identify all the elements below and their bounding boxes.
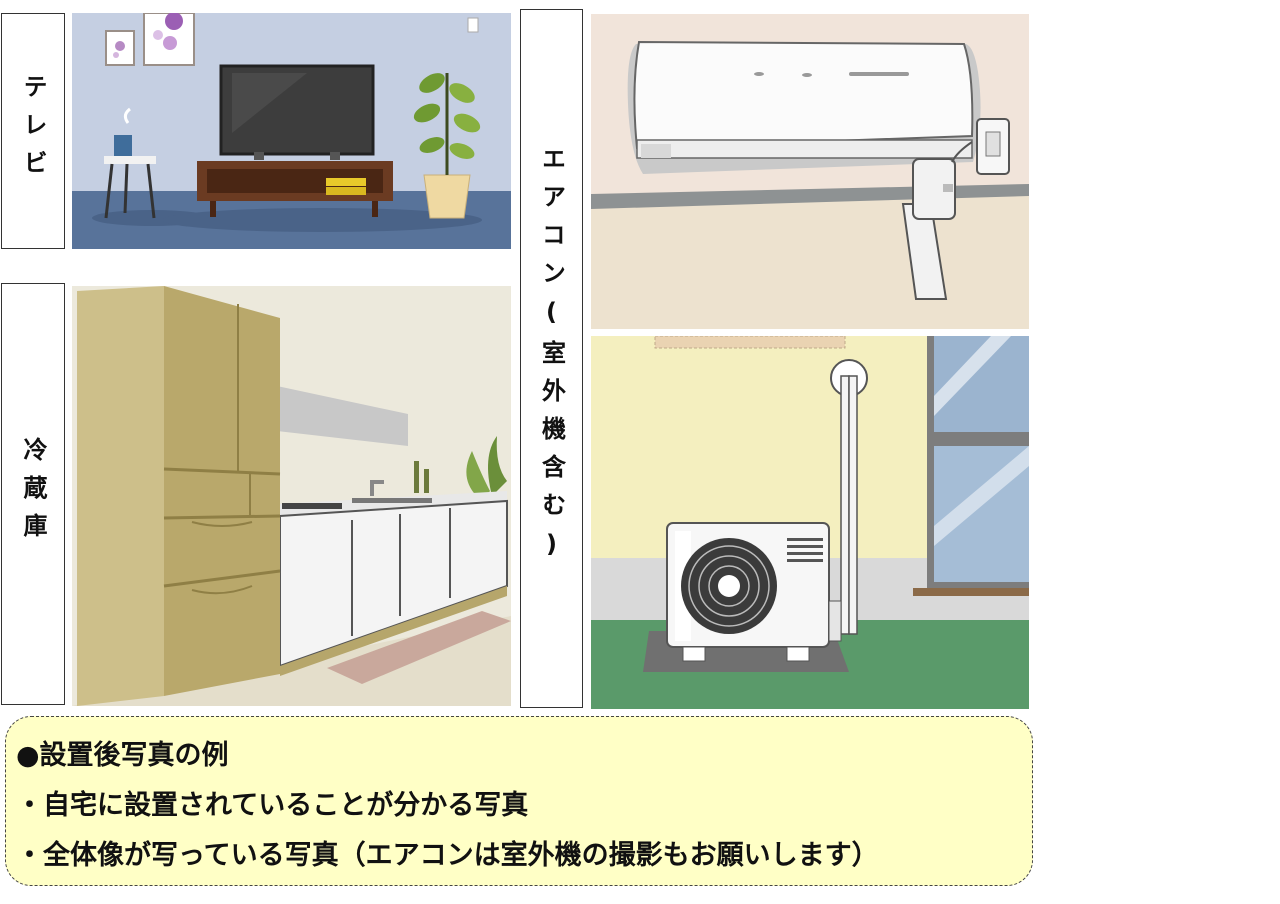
aircon-outdoor-illustration	[591, 336, 1029, 709]
photo-example-note: ●設置後写真の例 ・自宅に設置されていることが分かる写真 ・全体像が写っている写…	[5, 716, 1033, 886]
aircon-indoor-illustration	[591, 14, 1029, 329]
aircon-label-box: エアコン(室外機含む)	[520, 9, 583, 708]
fridge-label: 冷蔵庫	[19, 437, 47, 551]
tv-label: テレビ	[19, 74, 47, 188]
fridge-label-box: 冷蔵庫	[1, 283, 65, 705]
tv-label-box: テレビ	[1, 13, 65, 249]
fridge-illustration	[72, 286, 511, 706]
aircon-label: エアコン(室外機含む)	[537, 145, 566, 572]
tv-illustration	[72, 13, 511, 249]
note-item-home: ・自宅に設置されていることが分かる写真	[16, 790, 529, 821]
note-item-overall: ・全体像が写っている写真（エアコンは室外機の撮影もお願いします）	[16, 840, 879, 871]
note-heading: ●設置後写真の例	[16, 740, 229, 771]
